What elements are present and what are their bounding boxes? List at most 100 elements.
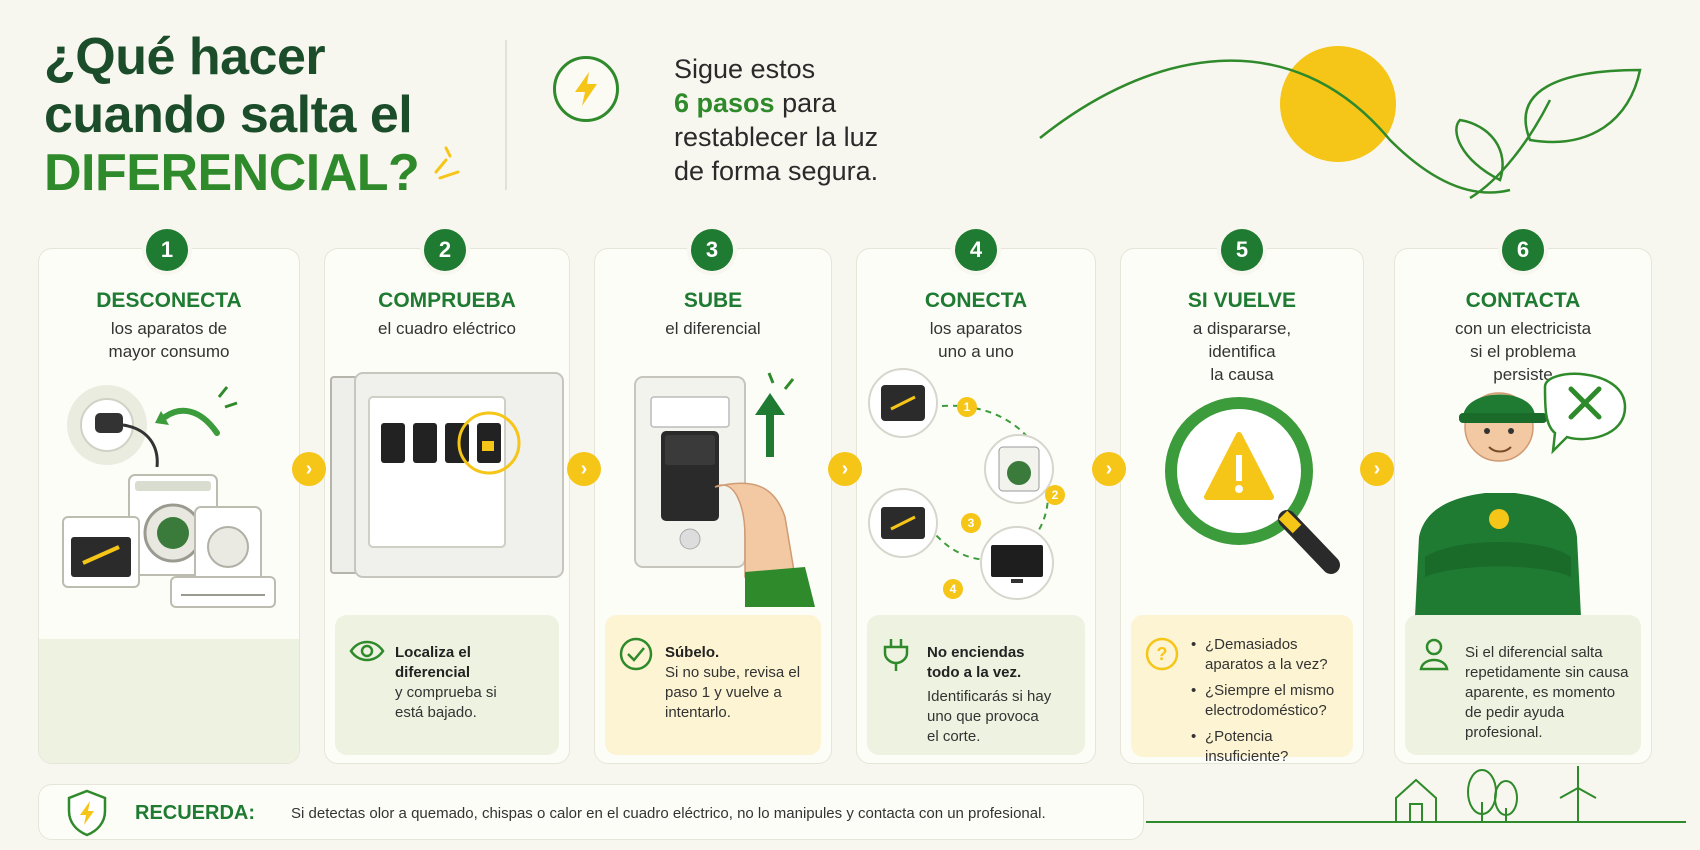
step-5-subtitle-line: identifica	[1208, 342, 1276, 361]
house-trees-decoration	[1146, 766, 1686, 823]
svg-text:?: ?	[1157, 644, 1168, 664]
step-2-subtitle-line: el cuadro eléctrico	[378, 319, 516, 338]
title-line-1: ¿Qué hacer	[44, 28, 326, 86]
list-item: ¿Demasiados aparatos a la vez?	[1189, 635, 1345, 675]
step-4-title: CONECTA	[924, 289, 1028, 312]
step-5-causes-list: ¿Demasiados aparatos a la vez? ¿Siempre …	[1189, 635, 1345, 763]
intro-line-2-rest: para	[774, 88, 837, 118]
step-1-subtitle: los aparatos de mayor consumo	[49, 317, 289, 363]
sequence-badge: 2	[1045, 485, 1065, 505]
page-title: ¿Qué hacer cuando salta el DIFERENCIAL?	[44, 28, 420, 203]
step-2-number: 2	[424, 229, 466, 271]
intro-highlight: 6 pasos	[674, 88, 775, 118]
appliances-sequence-illustration	[868, 368, 1054, 600]
arrow-right-icon: ›	[1092, 452, 1126, 486]
step-1-subtitle-line: mayor consumo	[108, 342, 230, 361]
step-4-tip: No enciendas todo a la vez. Identificará…	[867, 615, 1085, 755]
intro-line-3: restablecer la luz	[674, 122, 879, 152]
intro-text: Sigue estos 6 pasos para restablecer la …	[674, 52, 878, 188]
arrow-right-icon: ›	[828, 452, 862, 486]
intro-line-1: Sigue estos	[674, 54, 816, 84]
step-6-tip-line: Si el diferencial salta	[1465, 644, 1603, 661]
step-2-tip-line: y comprueba si	[395, 684, 497, 701]
step-4-tip-line: Identificarás si hay	[927, 688, 1052, 705]
step-6-card: CONTACTA con un electricista si el probl…	[1394, 248, 1652, 764]
person-icon	[1419, 638, 1449, 671]
step-4-card: CONECTA los aparatos uno a uno 1 2 3 4 N…	[856, 248, 1096, 764]
sequence-badge: 3	[961, 513, 981, 533]
magnifier-warning-icon	[1165, 397, 1340, 574]
step-6-number: 6	[1502, 229, 1544, 271]
lightning-icon	[553, 56, 619, 122]
step-6-title: CONTACTA	[1465, 289, 1581, 312]
step-4-tip-line: el corte.	[927, 728, 981, 745]
step-4-tip-text: No enciendas todo a la vez. Identificará…	[927, 643, 1075, 747]
arrow-right-icon: ›	[292, 452, 326, 486]
reminder-banner: RECUERDA: Si detectas olor a quemado, ch…	[38, 784, 1144, 840]
step-3-subtitle: el diferencial	[605, 317, 821, 340]
step-2-subtitle: el cuadro eléctrico	[335, 317, 559, 340]
step-3-tip-line: intentarlo.	[665, 704, 731, 721]
reminder-label: RECUERDA:	[135, 802, 255, 824]
step-1-card: DESCONECTA los aparatos de mayor consumo	[38, 248, 300, 764]
step-5-subtitle: a dispararse, identifica la causa	[1131, 317, 1353, 386]
intro-line-4: de forma segura.	[674, 156, 879, 186]
step-1-title: DESCONECTA	[96, 289, 242, 312]
step-6-subtitle: con un electricista si el problema persi…	[1405, 317, 1641, 386]
title-line-3: DIFERENCIAL?	[44, 144, 420, 203]
step-5-title: SI VUELVE	[1187, 289, 1297, 312]
step-3-subtitle-line: el diferencial	[665, 319, 761, 338]
step-3-title: SUBE	[683, 289, 743, 312]
step-1-bottom-panel	[39, 639, 299, 763]
arrow-right-icon: ›	[567, 452, 601, 486]
step-2-tip-line: está bajado.	[395, 704, 477, 721]
step-4-tip-line: uno que provoca	[927, 708, 1039, 725]
step-3-number: 3	[691, 229, 733, 271]
step-5-tip: ? ¿Demasiados aparatos a la vez? ¿Siempr…	[1131, 615, 1353, 763]
sequence-badge: 4	[943, 579, 963, 599]
step-3-tip: Súbelo. Si no sube, revisa el paso 1 y v…	[605, 615, 821, 755]
appliances-illustration	[62, 385, 276, 608]
arrow-right-icon: ›	[1360, 452, 1394, 486]
step-6-tip-line: de pedir ayuda	[1465, 704, 1565, 721]
check-circle-icon	[619, 637, 653, 671]
step-5-number: 5	[1221, 229, 1263, 271]
step-2-card: COMPRUEBA el cuadro eléctrico Localiza e…	[324, 248, 570, 764]
step-5-card: SI VUELVE a dispararse, identifica la ca…	[1120, 248, 1364, 764]
plug-icon	[883, 639, 909, 671]
step-6-subtitle-line: si el problema	[1470, 342, 1576, 361]
step-4-subtitle-line: uno a uno	[938, 342, 1014, 361]
step-6-tip-line: repetidamente sin causa	[1465, 664, 1629, 681]
electrician-illustration	[1415, 372, 1627, 617]
title-line-2: cuando salta el	[44, 86, 413, 145]
step-6-tip: Si el diferencial salta repetidamente si…	[1405, 615, 1641, 755]
step-6-tip-text: Si el diferencial salta repetidamente si…	[1465, 643, 1631, 743]
shield-bolt-icon	[67, 789, 107, 837]
step-6-subtitle-line: persiste	[1493, 365, 1553, 384]
step-2-tip-line: Localiza el diferencial	[395, 644, 471, 681]
sun-leaf-decoration	[1039, 46, 1642, 200]
step-4-tip-strong: todo a la vez.	[927, 664, 1022, 681]
step-3-card: SUBE el diferencial Súbelo. Si no sube, …	[594, 248, 832, 764]
step-4-tip-strong: No enciendas	[927, 644, 1025, 661]
question-circle-icon: ?	[1145, 637, 1179, 671]
sequence-badge: 1	[957, 397, 977, 417]
spark-icon	[434, 146, 460, 180]
step-5-subtitle-line: la causa	[1210, 365, 1274, 384]
switch-up-illustration	[634, 372, 815, 607]
step-6-subtitle-line: con un electricista	[1454, 319, 1592, 338]
header: ¿Qué hacer cuando salta el DIFERENCIAL? …	[0, 0, 1700, 230]
electrical-panel-illustration	[330, 372, 564, 578]
step-6-tip-line: aparente, es momento	[1465, 684, 1616, 701]
step-2-tip-text: Localiza el diferencial y comprueba si e…	[395, 643, 549, 723]
step-2-title: COMPRUEBA	[378, 289, 516, 312]
step-2-tip: Localiza el diferencial y comprueba si e…	[335, 615, 559, 755]
step-1-number: 1	[146, 229, 188, 271]
eye-icon	[349, 640, 385, 662]
header-divider	[505, 40, 507, 190]
step-4-subtitle: los aparatos uno a uno	[867, 317, 1085, 363]
step-3-tip-line: Si no sube, revisa el	[665, 664, 801, 681]
step-5-subtitle-line: a dispararse,	[1192, 319, 1292, 338]
step-4-number: 4	[955, 229, 997, 271]
list-item: ¿Siempre el mismo electrodoméstico?	[1189, 681, 1345, 721]
